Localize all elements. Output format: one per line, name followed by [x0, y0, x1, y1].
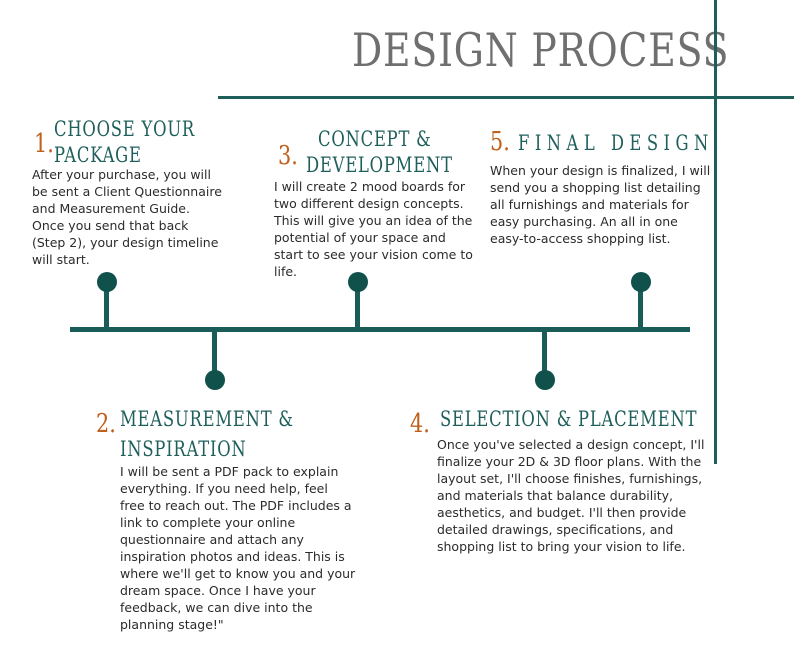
- step-3-body: I will create 2 mood boards for two diff…: [274, 179, 473, 279]
- step-1-number: 1.: [34, 129, 54, 159]
- step-4-heading: SELECTION & PLACEMENT: [440, 407, 698, 431]
- step-3-heading-line2: DEVELOPMENT: [306, 153, 453, 177]
- timeline-dot-2: [205, 370, 225, 390]
- step-2-heading-line1: MEASUREMENT &: [120, 407, 294, 431]
- step-2-body: I will be sent a PDF pack to explain eve…: [120, 464, 356, 632]
- step-4-body: Once you've selected a design concept, I…: [437, 437, 705, 554]
- timeline-dot-5: [631, 272, 651, 292]
- step-1-body: After your purchase, you will be sent a …: [32, 167, 222, 267]
- step-2-number: 2.: [96, 409, 116, 439]
- step-2-heading-line2: INSPIRATION: [120, 437, 247, 461]
- step-3-number: 3.: [278, 141, 298, 171]
- step-1-heading-line2: PACKAGE: [54, 143, 142, 167]
- step-4-number: 4.: [410, 409, 430, 439]
- timeline-dot-4: [535, 370, 555, 390]
- timeline-dot-1: [97, 272, 117, 292]
- frame-horizontal-line: [218, 96, 794, 99]
- timeline-stem-1: [104, 284, 109, 329]
- timeline-stem-5: [638, 284, 643, 329]
- frame-vertical-line: [714, 0, 717, 464]
- timeline-stem-2: [212, 330, 217, 372]
- step-5-number: 5.: [490, 127, 510, 157]
- timeline-stem-4: [542, 330, 547, 372]
- step-1-heading-line1: CHOOSE YOUR: [54, 117, 196, 141]
- timeline-stem-3: [355, 284, 360, 329]
- step-5-body: When your design is finalized, I will se…: [490, 163, 711, 246]
- timeline-dot-3: [348, 272, 368, 292]
- timeline-axis: [70, 327, 690, 332]
- step-3-heading-line1: CONCEPT &: [318, 127, 432, 151]
- page-title: DESIGN PROCESS: [352, 23, 730, 77]
- step-5-heading: FINAL DESIGN: [518, 131, 714, 155]
